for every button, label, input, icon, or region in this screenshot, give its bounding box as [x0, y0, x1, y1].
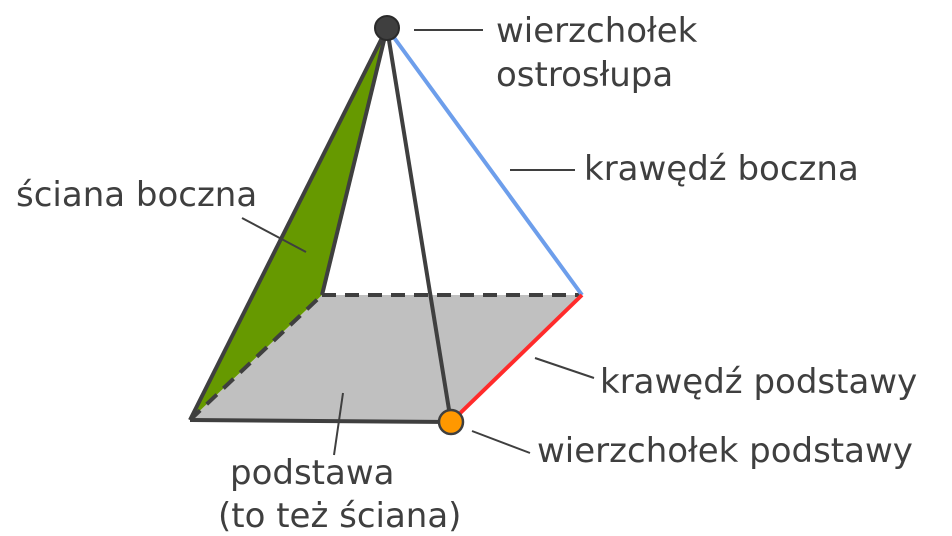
leader-base [333, 392, 344, 456]
hidden-lateral-edge [320, 27, 389, 296]
base-vertex-dot [437, 408, 465, 436]
front-lateral-edge [385, 27, 453, 423]
hidden-edge-left [188, 293, 324, 422]
apex-vertex-dot [374, 15, 400, 41]
label-base-vertex: wierzchołek podstawy [537, 431, 913, 471]
label-apex-line2: ostrosłupa [496, 55, 673, 95]
leader-lateral-face [241, 217, 307, 253]
label-base-line1: podstawa [230, 453, 395, 493]
left-lateral-edge [188, 27, 389, 421]
label-lateral-edge: krawędź boczna [584, 149, 859, 189]
label-lateral-face: ściana boczna [16, 175, 257, 215]
front-base-edge [189, 418, 452, 424]
lateral-edge-highlight [385, 26, 584, 297]
pyramid-base [190, 295, 582, 422]
leader-base-edge [534, 357, 595, 379]
label-base-line2: (to też ściana) [218, 496, 461, 536]
leader-base-vertex [471, 430, 531, 454]
label-apex-line1: wierzchołek [496, 11, 698, 51]
label-base-edge: krawędź podstawy [600, 362, 917, 402]
base-edge-highlight [449, 293, 584, 424]
